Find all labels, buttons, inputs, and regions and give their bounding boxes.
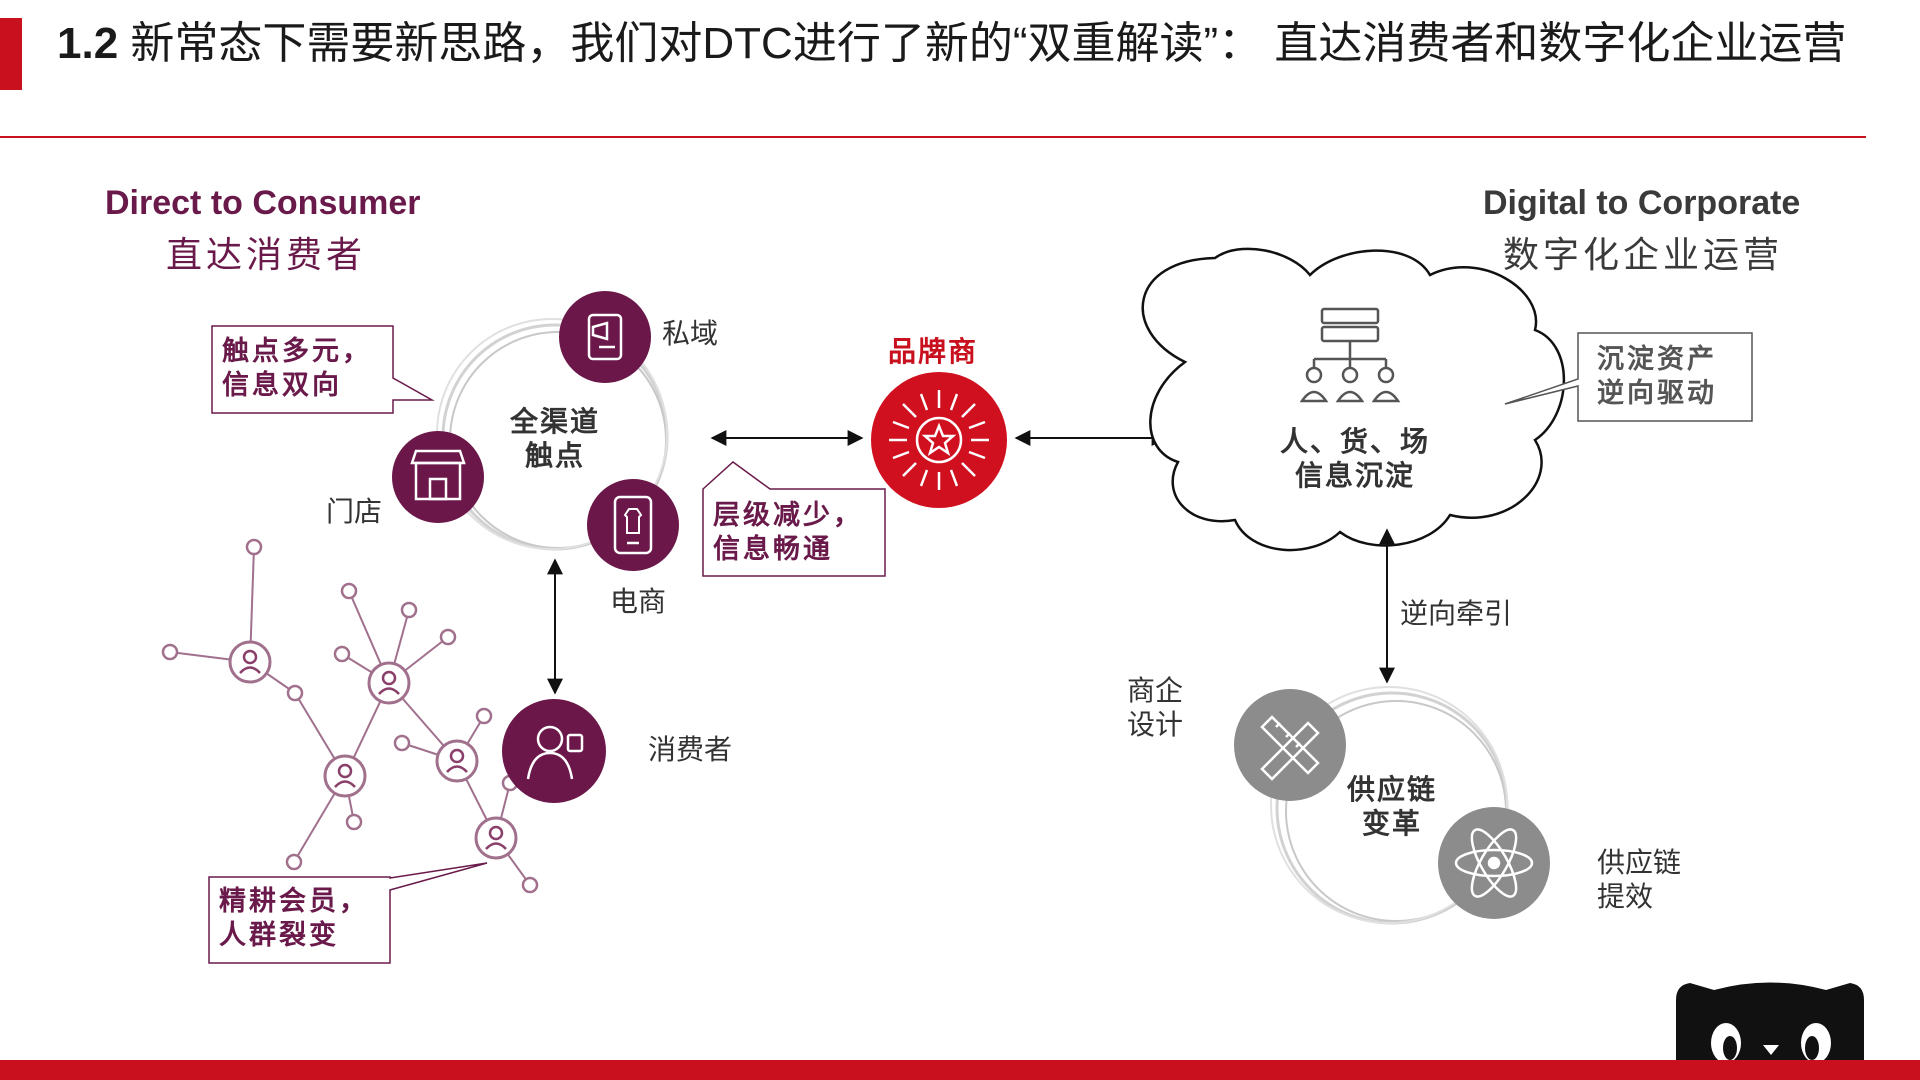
omnichannel-hub-label: 全渠道 触点 (509, 406, 600, 471)
supply-chain-reform-label: 供应链 变革 (1346, 774, 1437, 839)
page-title: 1.2 新常态下需要新思路，我们对DTC进行了新的“双重解读”： 直达消费者和数… (57, 16, 1877, 72)
callout-assets-text: 沉淀资产 逆向驱动 (1597, 344, 1717, 408)
title-accent-bar (0, 18, 22, 90)
consumer-icon (502, 699, 606, 803)
cloud-data-label: 人、货、场 信息沉淀 (1279, 426, 1430, 491)
private-domain-icon (559, 291, 651, 383)
org-chart-icon (1299, 307, 1401, 403)
footer-bar (0, 1060, 1920, 1080)
design-tools-icon (1234, 689, 1346, 801)
callout-box-top-left (211, 325, 435, 414)
store-icon (392, 431, 484, 523)
data-cloud (1141, 247, 1566, 552)
left-section-title-en: Direct to Consumer (105, 184, 421, 222)
member-network-small-nodes (161, 538, 539, 894)
member-person-icon (228, 640, 272, 684)
tmall-cat-logo (1676, 982, 1864, 1063)
member-person-nodes (228, 640, 518, 860)
brand-label: 品牌商 (888, 336, 979, 367)
consumer-label: 消费者 (648, 734, 733, 765)
supply-efficiency-label: 供应链 提效 (1597, 847, 1682, 912)
private-domain-label: 私域 (662, 318, 719, 349)
page-title-number: 1.2 (57, 19, 119, 68)
title-divider (0, 136, 1866, 138)
member-person-icon (323, 754, 367, 798)
right-section-title-zh: 数字化企业运营 (1503, 234, 1784, 275)
member-person-icon (367, 661, 411, 705)
callout-layers-text: 层级减少， 信息畅通 (713, 500, 863, 564)
design-label: 商企 设计 (1127, 675, 1184, 740)
ecommerce-icon (587, 479, 679, 571)
callout-members-text: 精耕会员， 人群裂变 (219, 886, 369, 950)
ecommerce-label: 电商 (610, 586, 667, 617)
callout-box-middle (702, 461, 886, 577)
callout-box-bottom-left (208, 862, 488, 964)
member-person-icon (435, 739, 479, 783)
brand-icon (871, 372, 1007, 508)
callout-touchpoints-text: 触点多元， 信息双向 (222, 336, 372, 400)
right-section-title-en: Digital to Corporate (1483, 184, 1801, 222)
store-label: 门店 (326, 496, 383, 527)
reverse-pull-label: 逆向牵引 (1400, 598, 1513, 629)
callout-box-right (1504, 332, 1753, 422)
left-section-title-zh: 直达消费者 (166, 234, 367, 275)
member-person-icon (474, 816, 518, 860)
atom-icon (1438, 807, 1550, 919)
page-title-text: 新常态下需要新思路，我们对DTC进行了新的“双重解读”： 直达消费者和数字化企业… (118, 19, 1847, 68)
